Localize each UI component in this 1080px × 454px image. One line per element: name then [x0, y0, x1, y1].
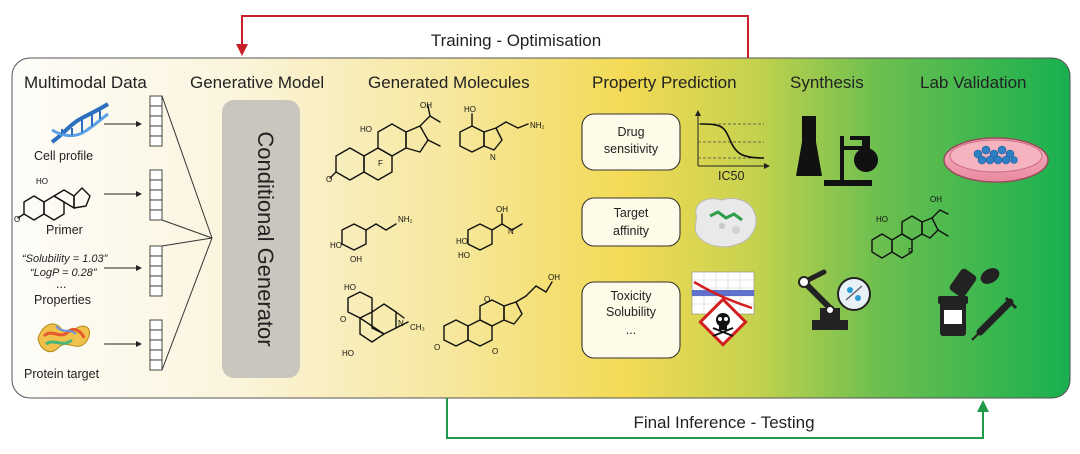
primer-o-atom: O [14, 215, 20, 224]
properties-ellipsis: ... [56, 277, 66, 291]
epinephrine-ho-2: HO [458, 251, 470, 260]
toxicity-line2: Solubility [606, 305, 657, 319]
protein-icon [37, 323, 91, 353]
generated-molecule-morphine [347, 291, 409, 343]
logp-text: “LogP = 0.28” [30, 267, 98, 279]
embedding-vector-2 [149, 169, 163, 221]
input-arrows [104, 121, 142, 347]
ic50-label: IC50 [718, 169, 744, 183]
bile-acid-o-top: O [484, 295, 490, 304]
training-label: Training - Optimisation [431, 31, 601, 50]
toxicity-line1: Toxicity [611, 289, 653, 303]
generated-molecule-serotonin [459, 113, 529, 153]
training-loop-arrow [236, 15, 749, 58]
epinephrine-oh: OH [496, 205, 508, 214]
stage-title-generative: Generative Model [190, 73, 324, 92]
prediction-box-drug-sensitivity [581, 113, 681, 171]
input-primer: Primer [46, 223, 83, 237]
generated-molecule-epinephrine [467, 213, 523, 251]
stage-title-prediction: Property Prediction [592, 73, 737, 92]
toxicity-line3: ... [626, 323, 636, 337]
inference-label: Final Inference - Testing [633, 413, 814, 432]
embedding-vector-3 [149, 245, 163, 297]
primer-molecule-icon [17, 187, 91, 221]
lab-glassware-icon [796, 116, 878, 186]
morphine-ch3: CH₃ [410, 323, 425, 332]
petri-dish-icon [943, 137, 1049, 183]
input-protein: Protein target [24, 367, 100, 381]
converging-lines [161, 95, 213, 371]
target-affinity-line1: Target [614, 206, 649, 220]
prediction-box-toxicity [581, 281, 681, 359]
target-affinity-line2: affinity [613, 224, 650, 238]
generated-molecule-bile-acid [443, 281, 553, 347]
bile-acid-oh: OH [548, 273, 560, 282]
generated-molecule-dopamine [341, 223, 397, 251]
ic50-curve-plot [695, 110, 770, 169]
steroid-f: F [378, 159, 383, 168]
serotonin-ho: HO [464, 105, 476, 114]
dopamine-nh2: NH₂ [398, 215, 413, 224]
epinephrine-n: N [508, 227, 514, 236]
solubility-text: “Solubility = 1.03” [22, 253, 109, 265]
synth-steroid-ho: HO [876, 215, 888, 224]
inference-arrow [446, 398, 989, 439]
synth-steroid-oh: OH [930, 195, 942, 204]
morphine-o: O [340, 315, 346, 324]
drug-sensitivity-line1: Drug [617, 125, 644, 139]
generated-molecule-steroid [329, 105, 441, 181]
prediction-box-target-affinity [581, 197, 681, 247]
stage-title-generated: Generated Molecules [368, 73, 530, 92]
binding-pocket-icon [694, 198, 757, 248]
stage-title-synthesis: Synthesis [790, 73, 864, 92]
drug-sensitivity-line2: sensitivity [604, 142, 659, 156]
input-properties: Properties [34, 293, 91, 307]
embedding-vector-4 [149, 319, 163, 371]
conditional-generator-block [222, 100, 300, 378]
bile-acid-o-bottom: O [492, 347, 498, 356]
primer-ho-atom: HO [36, 177, 48, 186]
bile-acid-o-left: O [434, 343, 440, 352]
dopamine-oh: OH [350, 255, 362, 264]
input-cell-profile: Cell profile [34, 149, 93, 163]
dopamine-ho: HO [330, 241, 342, 250]
serotonin-n: N [490, 153, 496, 162]
steroid-oh-top: OH [420, 101, 432, 110]
medicine-icon [938, 268, 1018, 341]
serotonin-nh2: NH₂ [530, 121, 545, 130]
toxic-hazard-icon [698, 297, 748, 347]
synthesized-molecule-steroid [871, 209, 949, 259]
synth-steroid-f: F [908, 247, 913, 256]
morphine-ho-bottom: HO [342, 349, 354, 358]
morphine-n: N [398, 319, 404, 328]
conditional-generator-label: Conditional Generator [253, 131, 278, 346]
epinephrine-ho-1: HO [456, 237, 468, 246]
stage-title-multimodal: Multimodal Data [24, 73, 147, 92]
dna-icon [50, 102, 110, 144]
stage-title-validation: Lab Validation [920, 73, 1027, 92]
embedding-vector-1 [149, 95, 163, 147]
morphine-ho-top: HO [344, 283, 356, 292]
robotic-arm-icon [798, 269, 871, 330]
steroid-o: O [326, 175, 332, 184]
steroid-ho: HO [360, 125, 372, 134]
